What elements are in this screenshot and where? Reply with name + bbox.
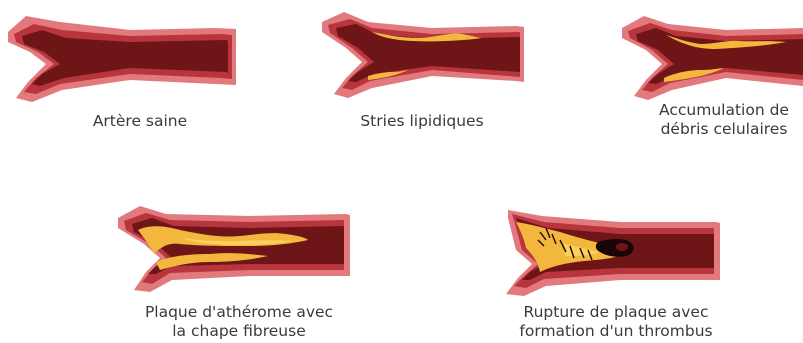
vessel-fatty-streaks — [312, 8, 532, 108]
stage-caption-fatty-streaks: Stries lipidiques — [342, 112, 502, 131]
stage-caption-atheroma-plaque: Plaque d'athérome avec la chape fibreuse — [124, 303, 354, 341]
stage-caption-healthy: Artère saine — [70, 112, 210, 131]
caption-line: Stries lipidiques — [342, 112, 502, 131]
vessel-rupture-thrombus — [480, 200, 740, 300]
caption-line: Plaque d'athérome avec — [124, 303, 354, 322]
caption-line: Artère saine — [70, 112, 210, 131]
vessel-atheroma-plaque — [110, 200, 360, 300]
thrombus-core — [616, 243, 628, 251]
caption-line: formation d'un thrombus — [498, 322, 734, 341]
caption-line: Accumulation de — [646, 101, 802, 120]
vessel-healthy — [0, 0, 270, 110]
stage-caption-rupture-thrombus: Rupture de plaque avec formation d'un th… — [498, 303, 734, 341]
vessel-debris-buildup — [616, 8, 803, 108]
caption-line: débris celulaires — [646, 120, 802, 139]
caption-line: la chape fibreuse — [124, 322, 354, 341]
caption-line: Rupture de plaque avec — [498, 303, 734, 322]
stage-caption-debris-buildup: Accumulation de débris celulaires — [646, 101, 802, 139]
